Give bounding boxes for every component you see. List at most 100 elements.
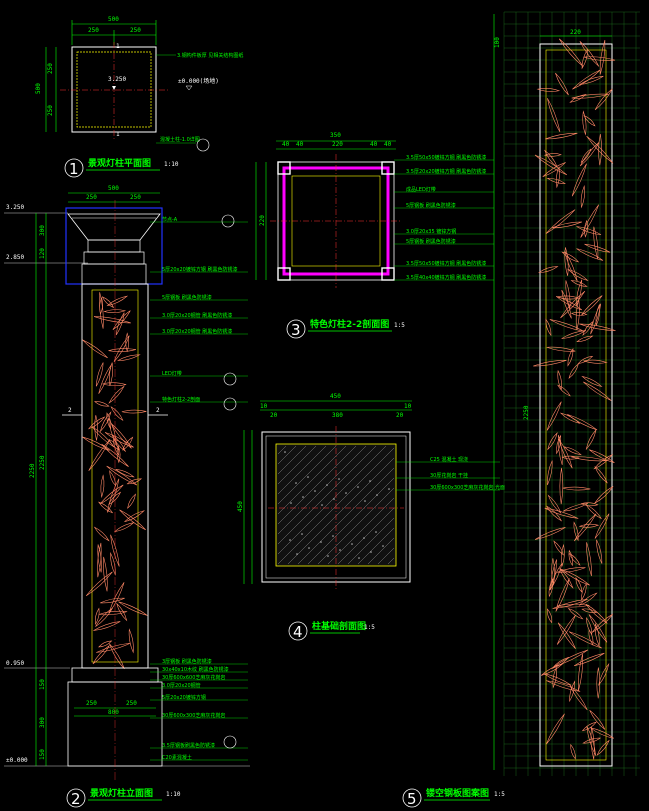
s22-dim-side: 220 xyxy=(259,215,266,226)
s22-note-8: 3.5厚40x40镀锌方钢 刷黑色防锈漆 xyxy=(406,274,486,281)
plan-dim-left-top: 250 xyxy=(47,63,54,74)
plan-dim-left-bottom: 250 xyxy=(47,105,54,116)
base-dim-side: 450 xyxy=(237,501,244,512)
elev-dim-top-right: 250 xyxy=(130,194,141,201)
svg-text:1: 1 xyxy=(116,131,120,138)
panel-scale: 1:5 xyxy=(494,791,505,798)
panel-grid xyxy=(503,11,640,776)
elev-level-2: 2.850 xyxy=(6,254,24,261)
elev-note-5: 3.0厚20x20钢管 刷黑色防锈漆 xyxy=(162,328,232,335)
plan-view: 500 250 250 500 250 250 3.250 ±0.000(场地)… xyxy=(35,16,243,178)
elev-level-4: ±0.000 xyxy=(6,757,28,764)
elev-title: 景观灯柱立面图 xyxy=(90,787,153,799)
plan-note-1: 3.钢构件板厚 见相关结构图纸 xyxy=(177,52,243,59)
elev-title-number: 2 xyxy=(71,790,81,808)
plan-dim-left: 500 xyxy=(35,83,42,94)
panel-cutout-pattern xyxy=(533,38,616,760)
s22-note-6: 5厚钢板 刷黑色防锈漆 xyxy=(406,238,456,245)
detail-tag-3 xyxy=(223,397,237,411)
elev-level-1: 3.250 xyxy=(6,204,24,211)
section22-notes: 3.5厚50x50镀锌方钢 刷黑色防锈漆 3.5厚20x20镀锌方钢 刷黑色防锈漆… xyxy=(394,154,494,281)
s22-dim-top: 350 xyxy=(330,132,341,139)
elevation-cutout-pattern xyxy=(82,292,148,670)
elev-note-9: 30x40x10木纹 刷黑色防锈漆 xyxy=(162,666,229,673)
s22-title-bubble xyxy=(286,319,306,339)
concrete-hatch xyxy=(278,446,394,564)
elev-dim-base2: 300 xyxy=(39,717,46,728)
elev-note-11: 3.0厚20x20钢管 xyxy=(162,682,201,689)
s22-note-5: 3.0厚20x35 镀锌方钢 xyxy=(406,228,456,235)
detail-tag-4 xyxy=(223,735,237,749)
elev-dim-total: 2250 xyxy=(29,463,36,478)
elev-note-2: 5厚20x20镀锌方钢 刷黑色防锈漆 xyxy=(162,266,237,273)
panel-title-bubble xyxy=(402,788,422,808)
elev-dim-top: 500 xyxy=(108,185,119,192)
section22-view: 350 40 40 220 40 40 220 3.5厚50x50镀锌方钢 刷黑… xyxy=(255,132,494,339)
elev-dim-cap2: 120 xyxy=(39,248,46,259)
base-dim-mid: 380 xyxy=(332,412,343,419)
elev-dim-shaft: 2250 xyxy=(39,455,46,470)
elevation-view: 500 250 250 3.250 2.850 0.950 ±0.000 300… xyxy=(4,185,250,808)
elev-note-8: 3厚钢板 刷黑色防锈漆 xyxy=(162,658,212,665)
elev-dim-top-left: 250 xyxy=(86,194,97,201)
s22-dim-e: 40 xyxy=(384,141,392,148)
plan-center-label: 3.250 xyxy=(108,76,126,83)
panel-dim-left-a: 100 xyxy=(494,37,501,48)
base-title-bubble xyxy=(288,621,308,641)
elev-note-14: 3.5厚钢板刷黑色防锈漆 xyxy=(162,742,215,749)
s22-dim-d: 40 xyxy=(370,141,378,148)
elev-note-4: 3.0厚20x20钢管 刷黑色防锈漆 xyxy=(162,312,232,319)
svg-text:1: 1 xyxy=(116,43,120,50)
s22-note-4: 5厚钢板 刷黑色防锈漆 xyxy=(406,202,456,209)
detail-tag-2 xyxy=(223,372,237,386)
base-dim-top: 450 xyxy=(330,393,341,400)
elev-scale: 1:10 xyxy=(166,791,181,798)
plan-note-2: 混凝土柱-1.0详图 xyxy=(160,136,200,143)
s22-scale: 1:5 xyxy=(394,322,405,329)
elev-note-6: LED灯带 xyxy=(162,370,182,377)
base-dim-l2: 20 xyxy=(270,412,278,419)
panel-dim-top: 220 xyxy=(570,29,581,36)
plan-dim-top: 500 xyxy=(108,16,119,23)
base-title-number: 4 xyxy=(293,623,303,641)
base-dim-l1: 10 xyxy=(260,403,268,410)
panel-outline xyxy=(539,43,613,767)
plan-title-bubble xyxy=(64,158,84,178)
svg-text:2: 2 xyxy=(68,407,72,414)
plan-title: 景观灯柱平面图 xyxy=(88,157,151,169)
base-section-notes: C25 混凝土 现浇 30厚花岗岩 干挂 30厚600x300芝麻灰花岗岩 光面 xyxy=(396,456,505,491)
s22-note-3: 成品LED灯带 xyxy=(406,186,436,193)
panel-view: 220 100 2250 5 镂空钢板图案图 1:5 xyxy=(402,11,640,808)
plan-dim-top-right: 250 xyxy=(130,27,141,34)
elev-note-12: 5厚20x20镀锌方钢 xyxy=(162,694,206,701)
elev-note-3: 5厚钢板 刷黑色防锈漆 xyxy=(162,294,212,301)
base-note-1: C25 混凝土 现浇 xyxy=(430,456,468,463)
elevation-notes: 节点-A 5厚20x20镀锌方钢 刷黑色防锈漆 5厚钢板 刷黑色防锈漆 3.0厚20x… xyxy=(150,214,248,761)
panel-title-number: 5 xyxy=(407,790,417,808)
elev-dim-cap1: 300 xyxy=(39,225,46,236)
s22-note-1: 3.5厚50x50镀锌方钢 刷黑色防锈漆 xyxy=(406,154,486,161)
base-note-3: 30厚600x300芝麻灰花岗岩 光面 xyxy=(430,484,505,491)
base-scale: 1:5 xyxy=(364,624,375,631)
plan-title-number: 1 xyxy=(69,160,79,178)
elev-dim-base-w2a: 250 xyxy=(86,700,97,707)
cap-highlight xyxy=(65,207,163,285)
base-dim-r1: 20 xyxy=(396,412,404,419)
s22-note-2: 3.5厚20x20镀锌方钢 刷黑色防锈漆 xyxy=(406,168,486,175)
elev-title-bubble xyxy=(66,788,86,808)
plan-scale: 1:10 xyxy=(164,161,179,168)
plan-dim-top-left: 250 xyxy=(88,27,99,34)
elev-note-7: 特色灯柱2-2剖面 xyxy=(162,396,200,403)
elev-dim-base3: 150 xyxy=(39,749,46,760)
elev-note-1: 节点-A xyxy=(162,217,178,223)
base-title: 柱基础剖面图 xyxy=(312,620,366,632)
s22-dim-c: 220 xyxy=(332,141,343,148)
base-note-2: 30厚花岗岩 干挂 xyxy=(430,472,468,479)
s22-note-7: 3.5厚50x50镀锌方钢 刷黑色防锈漆 xyxy=(406,260,486,267)
plan-elev-label: ±0.000(场地) xyxy=(178,77,219,85)
elev-dim-base-w: 800 xyxy=(108,709,119,716)
elev-note-13: 30厚600x300芝麻灰花岗岩 xyxy=(162,712,225,719)
s22-dim-b: 40 xyxy=(296,141,304,148)
elev-dim-base1: 150 xyxy=(39,679,46,690)
